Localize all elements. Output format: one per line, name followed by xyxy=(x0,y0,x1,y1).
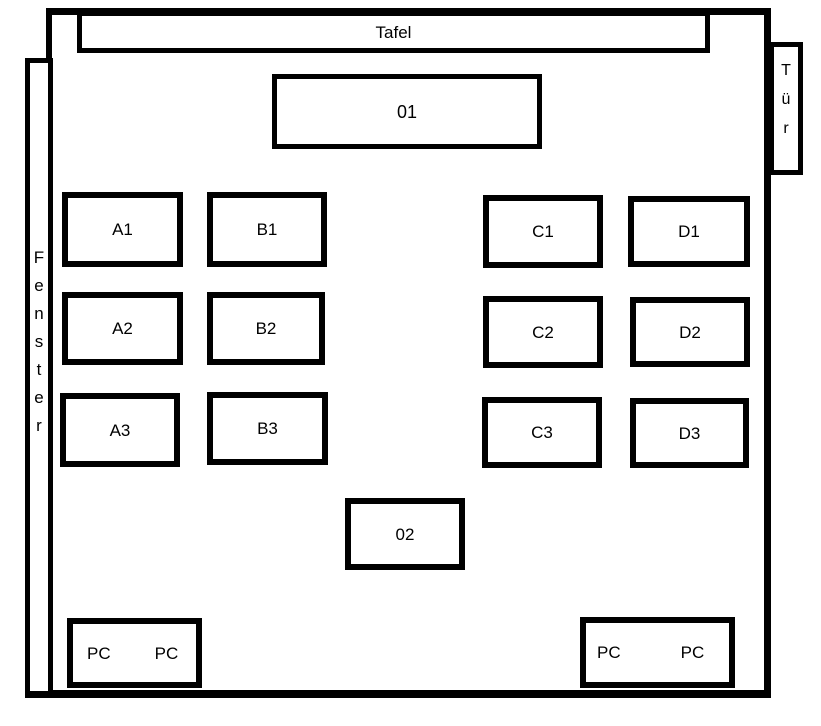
teacher-desk-label: 01 xyxy=(396,101,418,122)
desk-label: C3 xyxy=(531,423,553,442)
teacher-desk-01: 01 xyxy=(272,74,542,149)
desk-b2: B2 xyxy=(207,292,325,365)
window-letter: F xyxy=(33,248,45,267)
desk-d1: D1 xyxy=(628,196,750,267)
blackboard: Tafel xyxy=(77,11,710,53)
window-letter: n xyxy=(34,304,44,323)
desk-label: C2 xyxy=(532,322,554,342)
door-letter: T xyxy=(781,62,791,79)
desk-label: A1 xyxy=(112,220,133,239)
desk-label: D3 xyxy=(678,423,701,443)
desk-label: B3 xyxy=(257,419,278,438)
window-letter: t xyxy=(36,360,42,379)
door-letter: r xyxy=(783,120,789,137)
wall-right xyxy=(764,8,771,696)
desk-label: C1 xyxy=(532,222,554,241)
desk-c3: C3 xyxy=(482,397,602,468)
desk-label: B1 xyxy=(256,220,278,239)
desk-a3: A3 xyxy=(60,393,180,467)
desk-d2: D2 xyxy=(630,297,750,367)
blackboard-label: Tafel xyxy=(375,22,412,42)
pc-label: PC xyxy=(597,643,621,662)
pc-label: PC xyxy=(87,643,111,663)
desk-label: B2 xyxy=(255,319,277,338)
pc-label: PC xyxy=(154,643,179,663)
window-letter: r xyxy=(36,416,42,435)
desk-label: A2 xyxy=(112,319,133,338)
desk-b3: B3 xyxy=(207,392,328,465)
pc-station-right: PC PC xyxy=(580,617,735,688)
desk-a2: A2 xyxy=(62,292,183,365)
window: F e n s t e r xyxy=(25,58,53,696)
window-letter: e xyxy=(34,388,44,407)
desk-a1: A1 xyxy=(62,192,183,267)
door-letter: ü xyxy=(781,91,791,108)
desk-d3: D3 xyxy=(630,398,749,468)
rear-desk-02: 02 xyxy=(345,498,465,570)
desk-c1: C1 xyxy=(483,195,603,268)
pc-station-left: PC PC xyxy=(67,618,202,688)
desk-label: A3 xyxy=(109,420,131,440)
rear-desk-label: 02 xyxy=(395,524,415,544)
desk-label: D2 xyxy=(679,322,701,342)
pc-label: PC xyxy=(680,643,705,662)
wall-bottom xyxy=(25,690,771,698)
desk-label: D1 xyxy=(678,222,700,241)
door: T ü r xyxy=(769,42,803,175)
window-letter: s xyxy=(34,332,44,351)
desk-c2: C2 xyxy=(483,296,603,368)
desk-b1: B1 xyxy=(207,192,327,267)
window-letter: e xyxy=(34,276,44,295)
